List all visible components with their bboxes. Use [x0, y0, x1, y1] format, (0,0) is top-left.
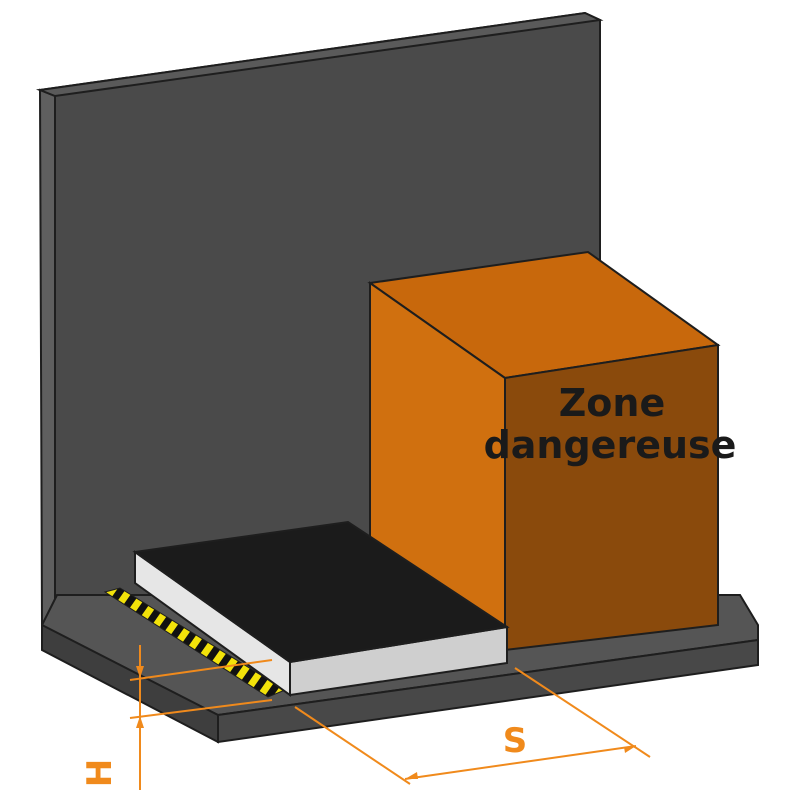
dim-h-arrow-bottom [136, 716, 144, 728]
mat-top [132, 520, 510, 664]
safety-mat [132, 520, 510, 697]
dim-s-label: S [503, 721, 528, 761]
zone-right-face [504, 343, 719, 652]
dim-h-label: H [80, 759, 120, 787]
dim-s-line [404, 745, 637, 780]
floor-front-right [217, 638, 759, 744]
zone-label-line2: dangereuse [484, 423, 737, 467]
dimension-h: H [80, 645, 273, 790]
dim-h-extension-bottom [129, 699, 273, 719]
dim-s-arrow-right [624, 746, 636, 753]
dim-h-extension-top [129, 659, 273, 681]
dim-h-arrow-top [136, 666, 144, 678]
zone-label-line1: Zone [559, 381, 666, 425]
dimension-s: S [294, 667, 651, 785]
danger-zone-box: Zone dangereuse [367, 250, 737, 652]
wall-top-edge [36, 11, 604, 98]
dim-s-extension-right [514, 667, 651, 758]
dim-s-extension-left [294, 706, 411, 785]
wall-left-edge [38, 88, 56, 626]
dim-s-arrow-left [405, 772, 418, 779]
